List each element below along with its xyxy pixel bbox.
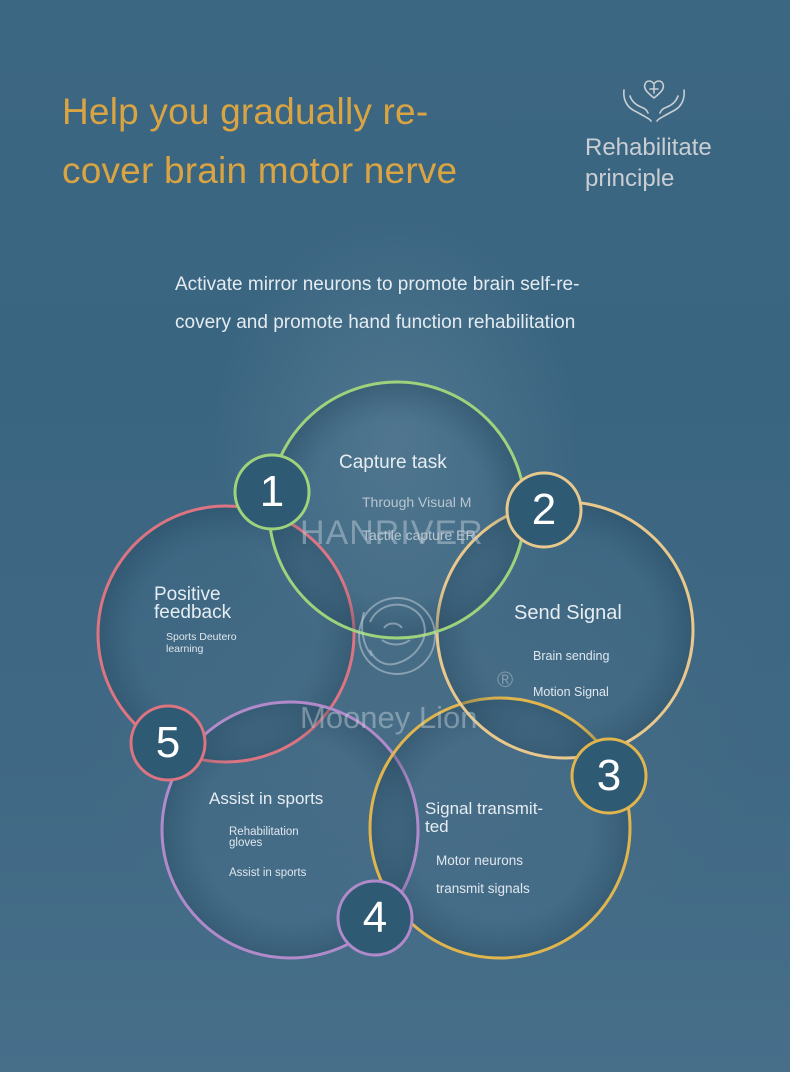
step-3-detail-2: transmit signals [436, 882, 530, 896]
step-2-title: Send Signal [514, 604, 622, 623]
step-4-number: 4 [343, 886, 407, 950]
step-1-detail-1: Through Visual M [362, 495, 471, 509]
step-3-detail-1: Motor neurons [436, 854, 523, 868]
step-3-number: 3 [577, 744, 641, 808]
step-5-detail-2: learning [166, 643, 203, 655]
brand-watermark-2: Mooney Lion [300, 700, 478, 736]
step-5-detail-1: Sports Deutero [166, 631, 237, 643]
step-2-number: 2 [512, 478, 576, 542]
step-1-title: Capture task [339, 453, 447, 472]
step-2-detail-2: Motion Signal [533, 685, 609, 699]
step-5-number: 5 [136, 711, 200, 775]
step-1-detail-2: Tactile capture ER [362, 528, 476, 542]
step-4-detail-2: Assist in sports [229, 867, 306, 879]
registered-mark: ® [497, 667, 513, 693]
step-4-detail-1b: gloves [229, 837, 262, 849]
step-3-title-line-1: Signal transmit- [425, 799, 543, 818]
step-1-circle [269, 382, 525, 638]
step-2-detail-1: Brain sending [533, 649, 609, 663]
step-3-title-line-2: ted [425, 817, 449, 836]
step-5-title-line-2: feedback [154, 603, 231, 622]
step-4-title: Assist in sports [209, 789, 323, 808]
step-1-number: 1 [240, 460, 304, 524]
